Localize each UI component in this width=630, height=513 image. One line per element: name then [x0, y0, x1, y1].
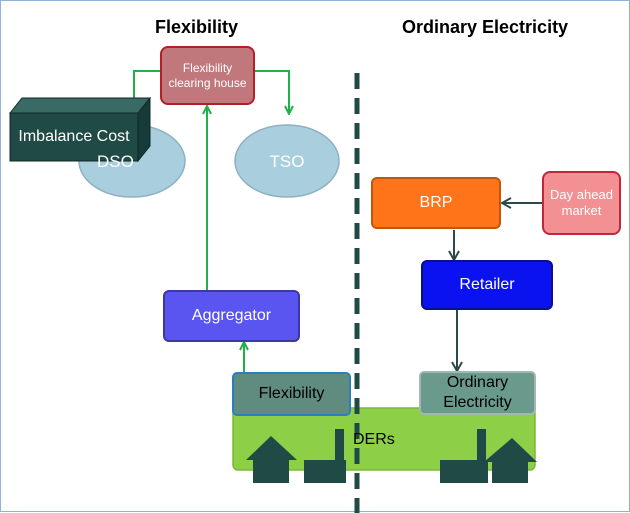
retailer-label: Retailer: [459, 276, 515, 293]
ordinary-electricity-label: Ordinary Electricity: [443, 374, 512, 411]
connector-clearing-to-tso: [253, 70, 289, 113]
imbalance-cost-block-front: [9, 112, 139, 162]
tso-ellipse: [234, 124, 340, 198]
dso-label: DSO: [97, 152, 134, 171]
ders-bar: [232, 407, 536, 471]
house-icon: [484, 438, 537, 483]
factory-icon: [440, 429, 488, 483]
flexibility-clearing-house-label: Flexibility clearing house: [168, 60, 247, 90]
heading-flexibility: Flexibility: [155, 17, 239, 37]
flexibility-label: Flexibility: [258, 385, 325, 402]
heading-ordinary-electricity: Ordinary Electricity: [402, 17, 569, 37]
flexibility-clearing-house-box: Flexibility clearing house: [160, 46, 255, 105]
brp-box: BRP: [371, 177, 501, 229]
day-ahead-market-label: Day ahead market: [550, 187, 613, 218]
brp-label: BRP: [419, 194, 453, 211]
flexibility-box: Flexibility: [232, 372, 351, 416]
imbalance-cost-label: Imbalance Cost: [18, 128, 130, 145]
imbalance-cost-box: Imbalance Cost: [10, 113, 138, 161]
ordinary-electricity-box: Ordinary Electricity: [419, 371, 536, 415]
ders-label: DERs: [353, 431, 395, 448]
aggregator-box: Aggregator: [163, 290, 300, 342]
factory-icon: [304, 429, 346, 483]
aggregator-label: Aggregator: [191, 307, 272, 324]
tso-label: TSO: [269, 152, 305, 171]
day-ahead-market-box: Day ahead market: [542, 171, 621, 235]
retailer-box: Retailer: [421, 260, 553, 310]
house-icon: [246, 436, 297, 483]
imbalance-cost-block-top: [8, 97, 152, 114]
